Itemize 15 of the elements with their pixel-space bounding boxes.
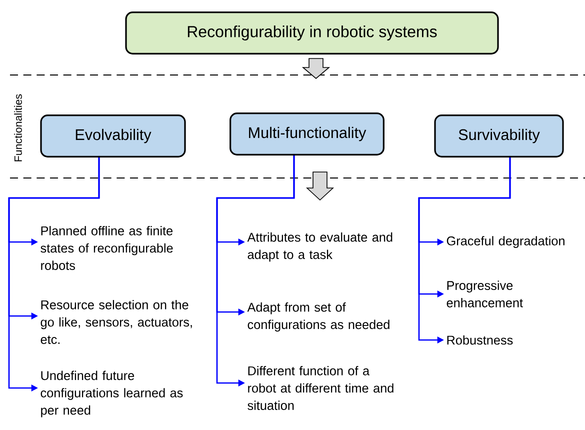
item-text: Robustness (447, 335, 513, 345)
item-text: Different function of a robot at different time and situation (248, 366, 394, 410)
item-text: Planned offline as finite states of reconfigurable robots (40, 226, 173, 270)
item-text: Graceful degradation (446, 236, 564, 248)
category-box: Evolvability (40, 114, 186, 158)
category-box: Multi-functionality (230, 112, 384, 156)
category-box: Survivability (434, 114, 564, 158)
section-label: Functionalities (14, 94, 22, 162)
item-text: Undefined future configurations learned as per need (40, 370, 183, 418)
item-text: Attributes to evaluate and adapt to a task (247, 232, 392, 262)
item-text: Adapt from set of configurations as needed (247, 302, 390, 332)
title-box: Reconfigurability in robotic systems (125, 12, 499, 54)
item-text: Resource selection on the go like, sensors, actuators, etc. (40, 300, 192, 344)
block-arrow (302, 58, 330, 79)
item-text: Progressive enhancement (446, 280, 523, 308)
